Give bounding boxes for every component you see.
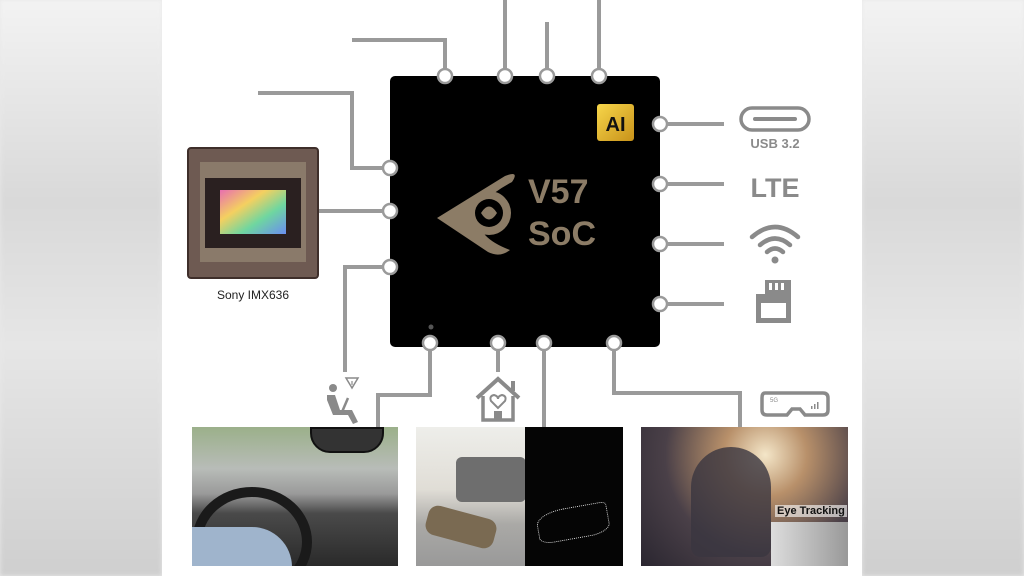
blurred-side-left	[0, 0, 162, 576]
ai-badge-label: AI	[606, 114, 626, 136]
home-care-icon	[475, 376, 521, 422]
blurred-side-right	[862, 0, 1024, 576]
driver-warning-icon	[327, 377, 360, 424]
driver-monitoring-photo	[192, 427, 398, 566]
lte-icon: LTE	[751, 173, 800, 203]
chip-type: SoC	[528, 215, 596, 253]
vr-headset-icon: 5G	[760, 391, 830, 417]
vr-eye-tracking-photo: Eye Tracking	[641, 427, 848, 566]
sensor-label: Sony IMX636	[217, 288, 289, 302]
fallen-person	[423, 503, 499, 551]
sd-card-icon	[756, 280, 791, 323]
event-camera-photo	[525, 427, 623, 566]
wifi-icon	[749, 224, 801, 264]
chip-logo-eye-icon	[437, 174, 515, 255]
steering-wheel	[192, 487, 312, 566]
vr-user	[691, 447, 771, 557]
soc-chip: V57 SoC AI	[390, 76, 660, 347]
eye-closeup	[771, 522, 848, 566]
fall-detection-photo	[416, 427, 525, 566]
sofa	[456, 457, 525, 502]
rearview-mirror	[310, 427, 384, 453]
eye-tracking-label: Eye Tracking	[775, 505, 847, 517]
wires	[258, 0, 742, 428]
image-sensor	[187, 147, 319, 279]
ai-badge	[597, 104, 634, 141]
event-silhouette	[534, 500, 612, 546]
chip-model: V57	[528, 173, 589, 211]
vr-5g-label: 5G	[770, 398, 778, 404]
usb-label: USB 3.2	[750, 136, 799, 151]
usb-c-icon	[739, 106, 811, 132]
chip-pins	[381, 67, 669, 352]
